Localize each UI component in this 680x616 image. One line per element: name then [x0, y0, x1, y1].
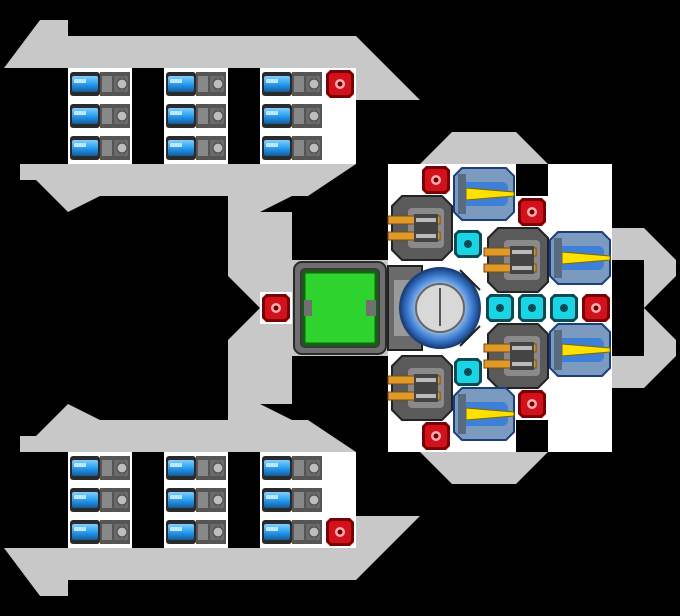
laser-icon[interactable] — [453, 167, 515, 221]
laser-icon[interactable] — [549, 323, 611, 377]
cannon-icon[interactable] — [387, 355, 453, 421]
thruster-icon[interactable] — [68, 486, 130, 514]
armor-block-icon[interactable] — [260, 292, 292, 324]
laser-icon[interactable] — [453, 387, 515, 441]
energy-node-icon[interactable] — [550, 294, 578, 322]
armor-block-icon[interactable] — [580, 292, 612, 324]
thruster-icon[interactable] — [68, 454, 130, 482]
thruster-icon[interactable] — [68, 70, 130, 98]
energy-node-icon[interactable] — [454, 358, 482, 386]
cannon-icon[interactable] — [483, 323, 549, 389]
cannon-icon[interactable] — [387, 195, 453, 261]
lower-engine-bank — [68, 454, 322, 546]
lasers — [453, 167, 611, 441]
thruster-icon[interactable] — [164, 134, 226, 162]
cannons — [387, 195, 549, 421]
thruster-icon[interactable] — [68, 518, 130, 546]
armor-block-icon[interactable] — [324, 516, 356, 548]
energy-node-icon[interactable] — [486, 294, 514, 322]
energy-node-icon[interactable] — [454, 230, 482, 258]
armor-blocks — [260, 68, 612, 548]
thruster-icon[interactable] — [260, 454, 322, 482]
command-dome-icon[interactable] — [387, 265, 481, 351]
armor-block-icon[interactable] — [420, 420, 452, 452]
armor-block-icon[interactable] — [516, 196, 548, 228]
laser-icon[interactable] — [549, 231, 611, 285]
energy-node-icon[interactable] — [518, 294, 546, 322]
thruster-icon[interactable] — [260, 134, 322, 162]
reactor-core-icon[interactable] — [293, 261, 387, 355]
energy-nodes — [454, 230, 578, 386]
thruster-icon[interactable] — [68, 134, 130, 162]
thruster-icon[interactable] — [68, 102, 130, 130]
cannon-icon[interactable] — [483, 227, 549, 293]
thruster-icon[interactable] — [164, 70, 226, 98]
thruster-icon[interactable] — [260, 70, 322, 98]
thruster-icon[interactable] — [260, 102, 322, 130]
armor-block-icon[interactable] — [420, 164, 452, 196]
upper-engine-bank — [68, 70, 322, 162]
engine-bank-gaps — [132, 68, 644, 548]
thruster-icon[interactable] — [164, 518, 226, 546]
armor-block-icon[interactable] — [324, 68, 356, 100]
thruster-icon[interactable] — [260, 486, 322, 514]
armor-block-icon[interactable] — [516, 388, 548, 420]
thruster-icon[interactable] — [164, 486, 226, 514]
thruster-icon[interactable] — [164, 102, 226, 130]
thruster-icon[interactable] — [260, 518, 322, 546]
thruster-icon[interactable] — [164, 454, 226, 482]
